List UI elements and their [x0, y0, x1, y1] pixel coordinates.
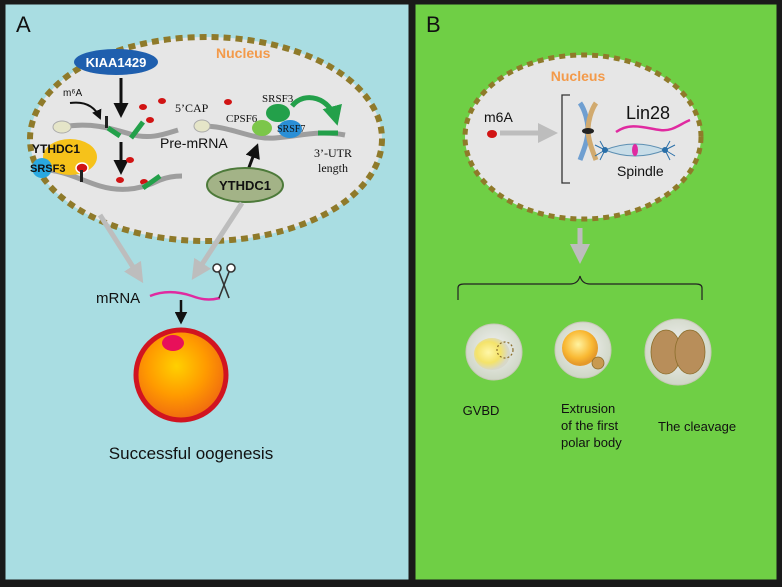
mrna-label: mRNA: [96, 290, 140, 307]
spindle-label: Spindle: [617, 163, 664, 179]
green-mark: [129, 120, 145, 140]
polar-body-cell: [554, 321, 612, 379]
srsf3-protein-a: [32, 158, 52, 178]
scissors-icon: [212, 263, 236, 299]
gvbd-cell: [465, 323, 523, 381]
outcome-label: Successful oogenesis: [109, 444, 273, 463]
green-mark: [141, 173, 162, 191]
panel-a-label: A: [16, 12, 31, 37]
m6a-pin-upper: [105, 116, 108, 128]
srsf3-protein-top: [266, 104, 290, 122]
bracket-b: [561, 94, 570, 184]
lin28-mrna: [615, 118, 691, 134]
pre-mrna-label: Pre-mRNA: [160, 135, 228, 151]
ythdc1-box: [206, 167, 284, 203]
kiaa1429-protein: [74, 49, 158, 75]
stage-label-polar-2: of the first: [561, 418, 618, 433]
cleavage-cell: [644, 318, 712, 386]
oocyte-nucleus: [162, 335, 184, 351]
rna-cap-upper: [52, 120, 72, 134]
srsf3-top-label: SRSF3: [262, 93, 294, 105]
m6a-dot-b: [487, 130, 497, 138]
stage-label-polar-1: Extrusion: [561, 401, 615, 416]
oocyte: [133, 327, 229, 423]
green-curved-arrow: [290, 95, 342, 126]
kiaa1429-label: KIAA1429: [86, 55, 147, 70]
nucleus-a-label: Nucleus: [216, 45, 271, 61]
m6a-label-a: m⁶A: [63, 88, 82, 99]
cpsf6-protein: [252, 120, 272, 136]
arrow-up-icon: [245, 143, 260, 171]
rna-strand-upper: [61, 122, 179, 139]
stage-label-gvbd: GVBD: [463, 403, 500, 418]
nucleus-b: [462, 52, 704, 222]
lin28-label: Lin28: [626, 103, 670, 123]
rna-cap-right: [193, 119, 211, 133]
srsf3-label-a: SRSF3: [30, 163, 65, 175]
m6a-curved-arrow: [69, 101, 102, 120]
nucleus-b-label: Nucleus: [551, 68, 606, 84]
ythdc1-box-label: YTHDC1: [219, 178, 271, 193]
srsf7-protein: [278, 120, 302, 138]
srsf7-label: SRSF7: [277, 124, 305, 135]
cap-label: 5’CAP: [175, 101, 209, 115]
chromosome-icon: [577, 101, 599, 161]
m6a-pin-lower: [80, 170, 83, 182]
utr-label-1: 3’-UTR: [314, 146, 352, 160]
grey-arrow-right: [191, 201, 245, 281]
stage-label-cleavage: The cleavage: [658, 419, 736, 434]
mrna-strand: [149, 291, 221, 301]
cpsf6-label: CPSF6: [226, 113, 258, 125]
ythdc1-label-a: YTHDC1: [32, 142, 80, 156]
m6a-label-b: m6A: [484, 109, 513, 125]
spindle-icon: [594, 140, 676, 161]
green-mark: [106, 125, 122, 139]
curly-brace: [457, 275, 703, 300]
panel-b-label: B: [426, 12, 441, 37]
grey-arrow-left: [97, 213, 144, 284]
utr-label-2: length: [318, 161, 348, 175]
stage-label-polar-3: polar body: [561, 435, 622, 450]
